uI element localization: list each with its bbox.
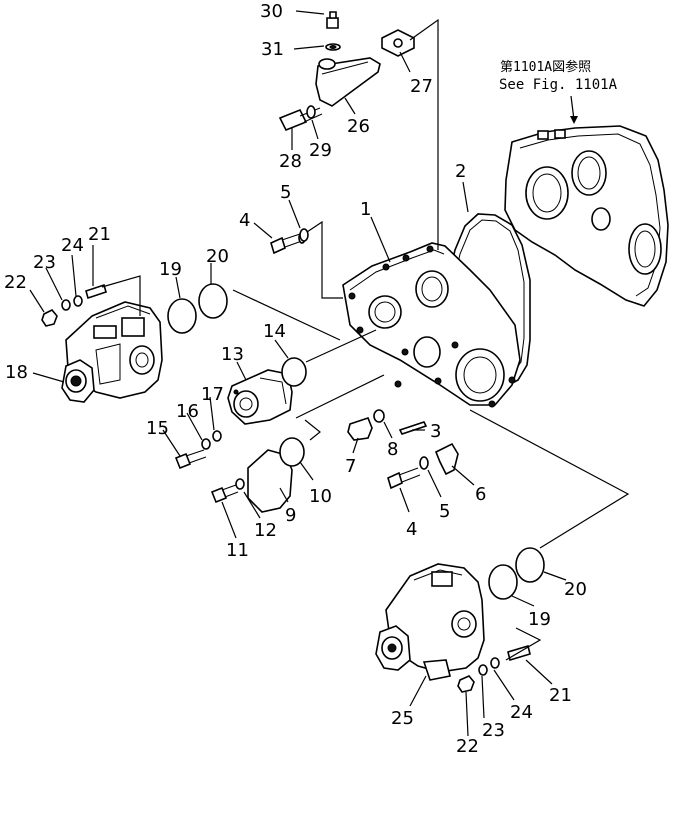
callout-5-lower: 5 <box>439 501 450 522</box>
assembly-line-21 <box>101 275 141 316</box>
callout-21-lower: 21 <box>549 685 572 706</box>
callout-22-lower: 22 <box>456 736 479 757</box>
washer-5-upper <box>299 228 309 242</box>
callout-10: 10 <box>309 486 332 507</box>
callout-18: 18 <box>5 362 28 383</box>
callout-19-upper: 19 <box>159 259 182 280</box>
bolt-15 <box>174 430 222 470</box>
callout-16: 16 <box>176 401 199 422</box>
callout-17: 17 <box>201 384 224 405</box>
callout-2: 2 <box>455 161 466 182</box>
callout-31: 31 <box>261 39 284 60</box>
callout-9: 9 <box>285 505 296 526</box>
callout-15: 15 <box>146 418 169 439</box>
callout-5-upper: 5 <box>280 182 291 203</box>
callout-19-lower: 19 <box>528 609 551 630</box>
flywheel-housing <box>504 125 669 307</box>
callout-21-upper: 21 <box>88 224 111 245</box>
pump-drive-case <box>342 242 521 408</box>
stud-21-upper <box>41 283 107 327</box>
pin-3 <box>398 421 428 435</box>
assembly-line-27 <box>409 18 439 250</box>
callout-20-upper: 20 <box>206 246 229 267</box>
reference-arrowhead <box>570 116 578 124</box>
callout-24-lower: 24 <box>510 702 533 723</box>
reference-note-jp: 第1101A図参照 <box>500 59 591 75</box>
callout-22-upper: 22 <box>4 272 27 293</box>
gear-pump <box>227 369 293 425</box>
callout-23-upper: 23 <box>33 252 56 273</box>
o-ring-14 <box>281 357 307 387</box>
hydraulic-pump-upper <box>61 301 163 403</box>
callout-30: 30 <box>260 1 283 22</box>
o-ring-20-lower <box>515 547 545 583</box>
callout-27: 27 <box>410 76 433 97</box>
callout-13: 13 <box>221 344 244 365</box>
assembly-line-20b <box>469 409 630 549</box>
o-ring-19-upper <box>167 298 197 334</box>
assembly-line-21b <box>505 627 542 661</box>
assembly-line-20 <box>232 289 341 341</box>
callout-23-lower: 23 <box>482 720 505 741</box>
assembly-line-13 <box>295 374 385 419</box>
bracket-6 <box>434 442 459 476</box>
assembly-line-10 <box>304 419 321 441</box>
callout-6: 6 <box>475 484 486 505</box>
callout-14: 14 <box>263 321 286 342</box>
cover-plate <box>247 449 293 513</box>
callout-12: 12 <box>254 520 277 541</box>
callout-11: 11 <box>226 540 249 561</box>
reference-note-en: See Fig. 1101A <box>499 77 618 93</box>
bolt-11 <box>210 478 245 504</box>
o-ring-8 <box>373 409 385 423</box>
callout-4-lower: 4 <box>406 519 417 540</box>
assembly-line-14 <box>305 329 377 363</box>
o-ring-10 <box>279 437 305 467</box>
callout-24-upper: 24 <box>61 235 84 256</box>
plug-7 <box>347 417 373 441</box>
callout-26: 26 <box>347 116 370 137</box>
callout-4-upper: 4 <box>239 210 250 231</box>
callout-29: 29 <box>309 140 332 161</box>
hydraulic-pump-lower <box>375 563 485 681</box>
callout-3: 3 <box>430 421 441 442</box>
callout-7: 7 <box>345 456 356 477</box>
o-ring-19-lower <box>488 564 518 600</box>
callout-1: 1 <box>360 199 371 220</box>
callout-8: 8 <box>387 439 398 460</box>
callout-28: 28 <box>279 151 302 172</box>
assembly-line-4 <box>306 220 343 299</box>
breather-assembly <box>278 11 415 132</box>
callout-25: 25 <box>391 708 414 729</box>
o-ring-20-upper <box>198 283 228 319</box>
callout-20-lower: 20 <box>564 579 587 600</box>
bolt-4-lower <box>387 456 429 490</box>
